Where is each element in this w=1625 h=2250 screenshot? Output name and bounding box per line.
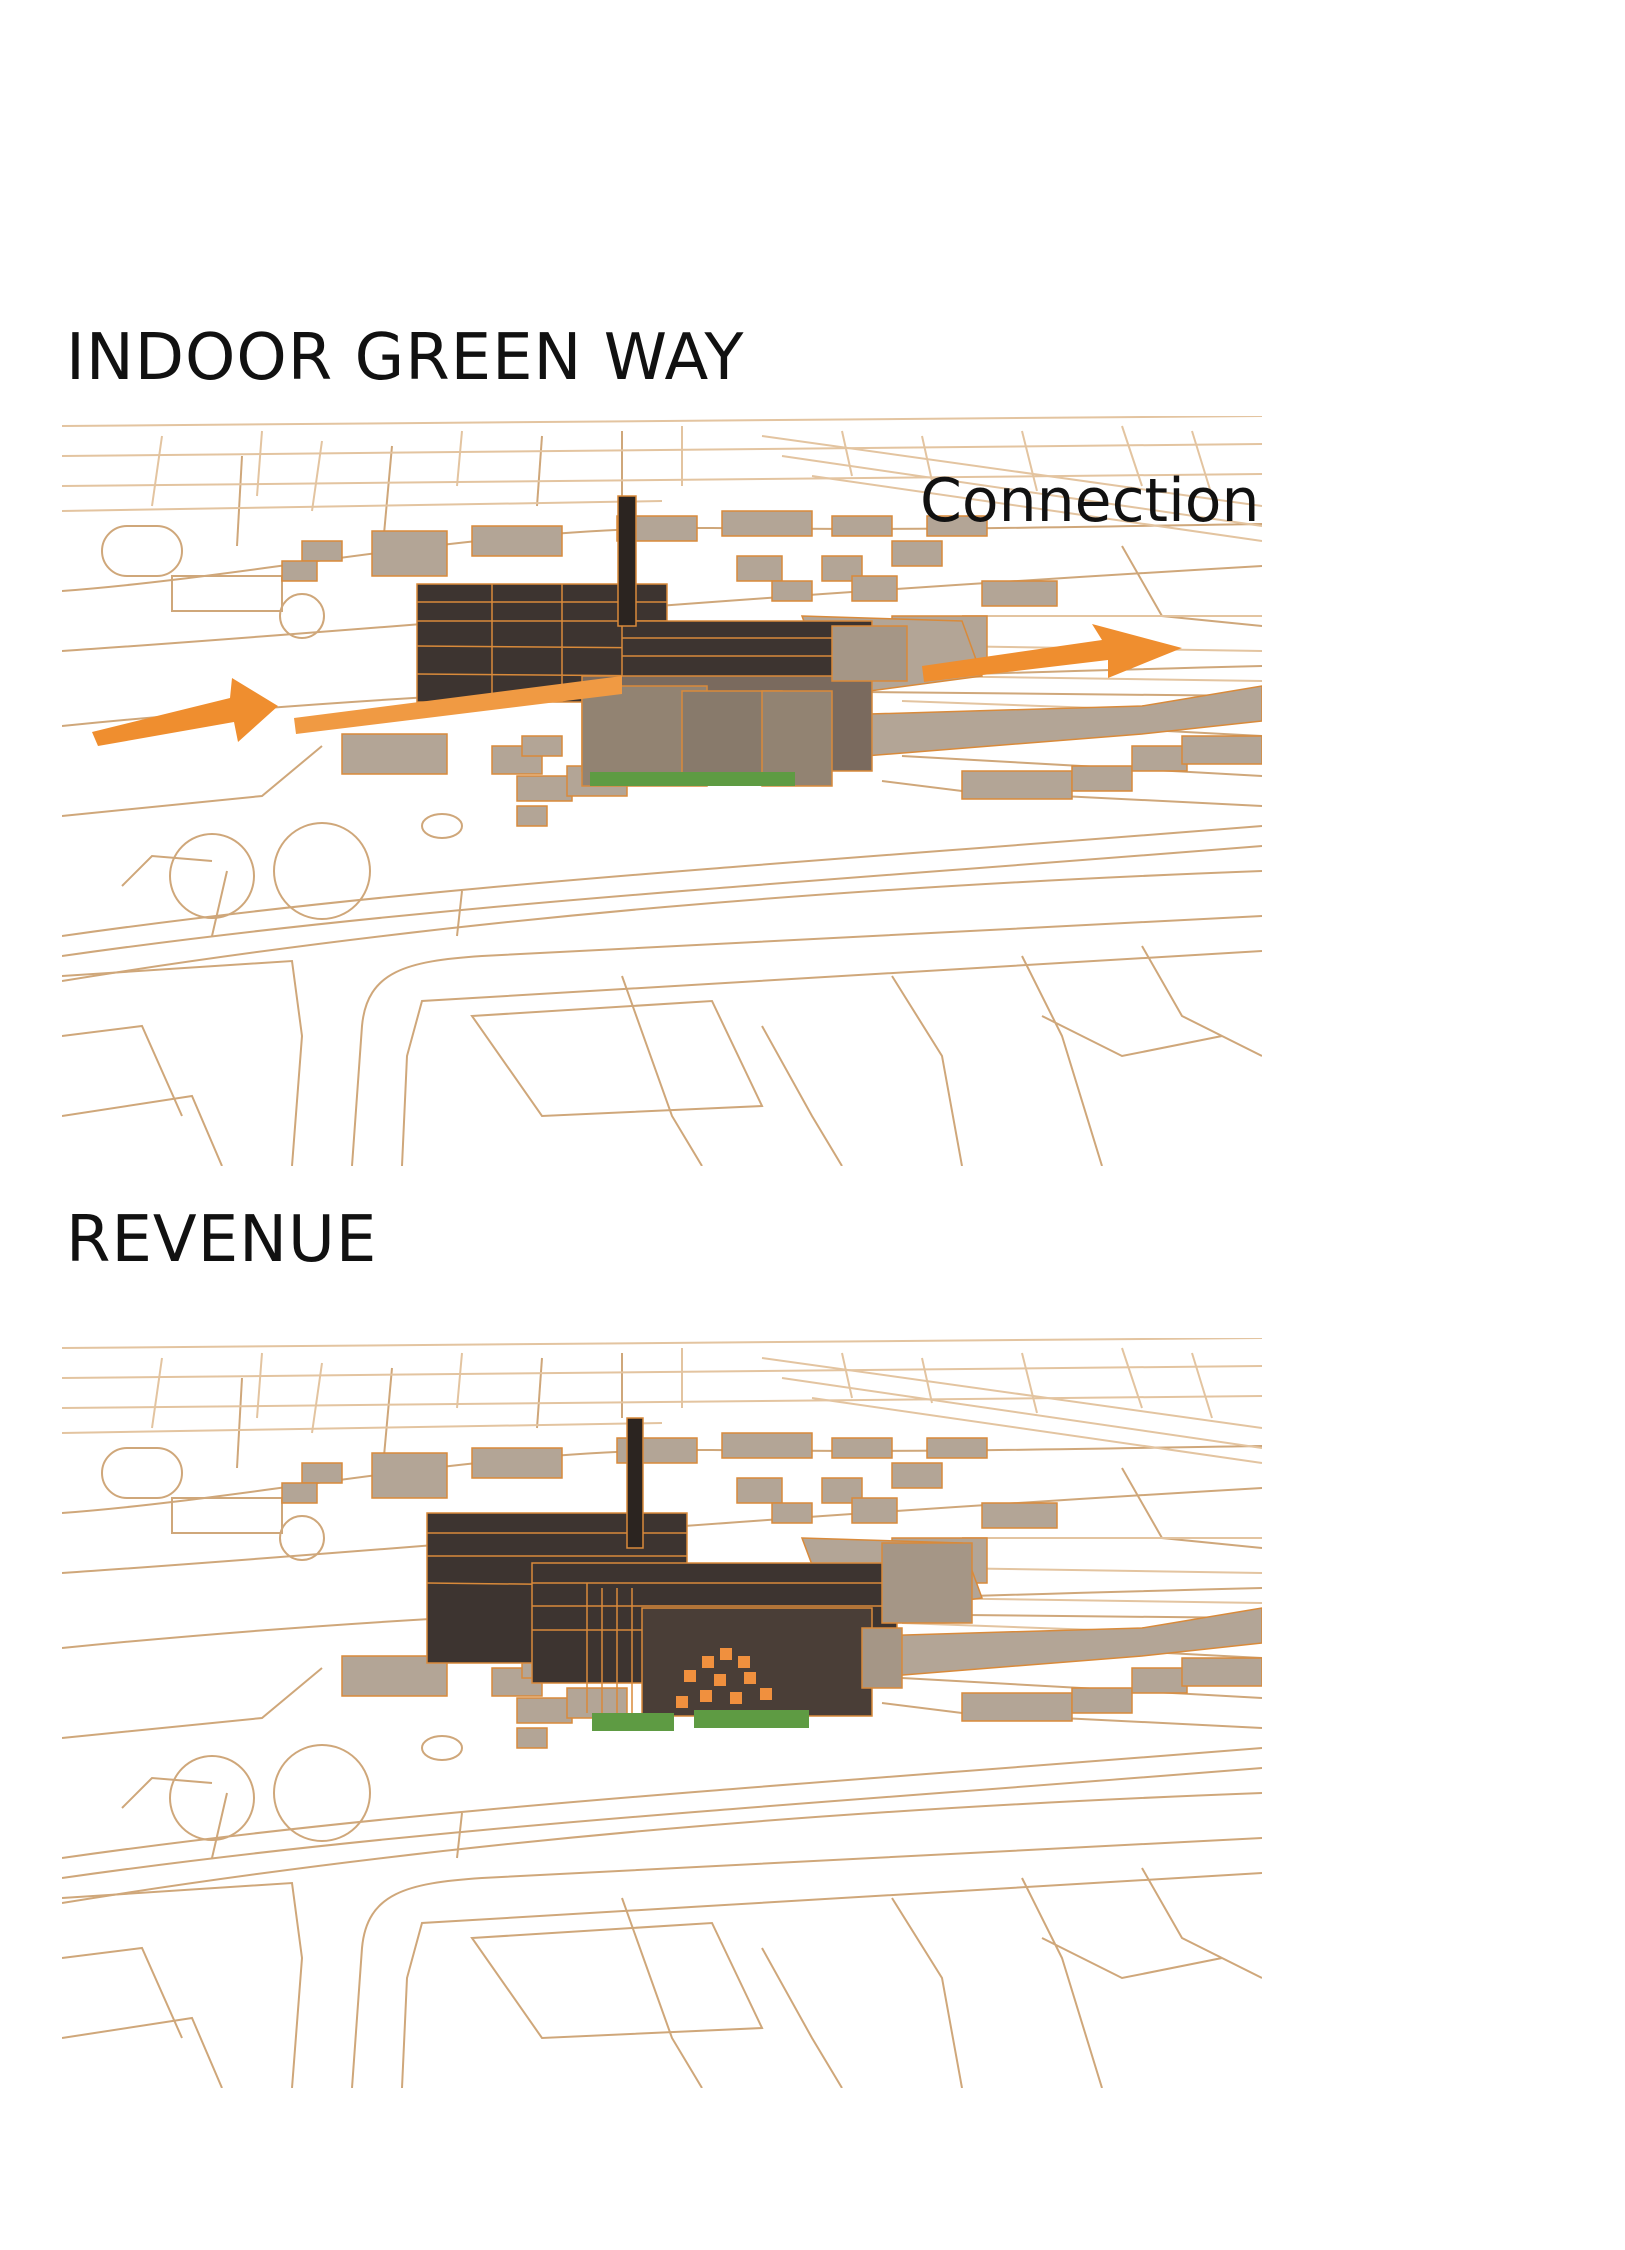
panel-title-revenue: REVENUE bbox=[66, 1203, 378, 1277]
map-diagram-revenue bbox=[62, 1338, 1262, 2088]
dense-map-area bbox=[62, 416, 1262, 715]
connection-label: Connection bbox=[920, 466, 1260, 536]
green-strip-right bbox=[694, 1710, 809, 1728]
factory-complex bbox=[416, 495, 908, 787]
double-arrow-icon bbox=[92, 624, 1182, 746]
green-strip bbox=[590, 772, 795, 786]
factory-complex bbox=[426, 1417, 973, 1717]
panel-title-indoor-green-way: INDOOR GREEN WAY bbox=[66, 321, 745, 395]
site-map-lines bbox=[62, 431, 1262, 1166]
map-diagram-indoor-green-way: Connection bbox=[62, 416, 1262, 1166]
panel-indoor-green-way: Connection bbox=[62, 416, 1262, 1166]
revenue-squares bbox=[676, 1648, 772, 1708]
green-strip-left bbox=[592, 1713, 674, 1731]
panel-revenue bbox=[62, 1338, 1262, 2088]
